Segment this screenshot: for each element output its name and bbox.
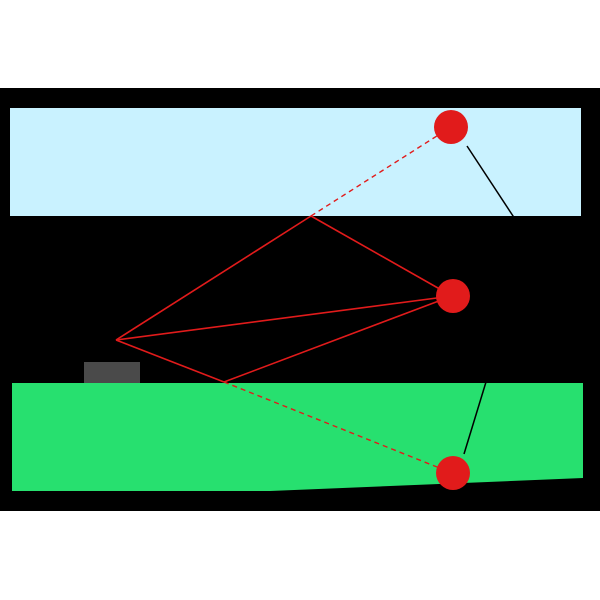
lower-virtual-ray bbox=[223, 381, 453, 474]
ray-to-upper-reflection bbox=[115, 215, 312, 341]
ray-to-lower-reflection bbox=[115, 339, 225, 383]
upper-virtual-ray bbox=[310, 126, 452, 217]
mirror-point bbox=[436, 279, 470, 313]
object-block bbox=[84, 362, 140, 383]
lower-image-point bbox=[436, 456, 470, 490]
lower-connector-line bbox=[463, 381, 487, 455]
upper-image-point bbox=[434, 110, 468, 144]
upper-connector-line bbox=[466, 145, 516, 220]
lower-surface-band bbox=[12, 383, 583, 491]
ray-lower-to-mirror-point bbox=[223, 295, 453, 383]
ray-upper-to-mirror-point bbox=[310, 215, 453, 297]
upper-surface-band bbox=[10, 108, 581, 216]
ray-direct-to-point bbox=[115, 295, 453, 341]
